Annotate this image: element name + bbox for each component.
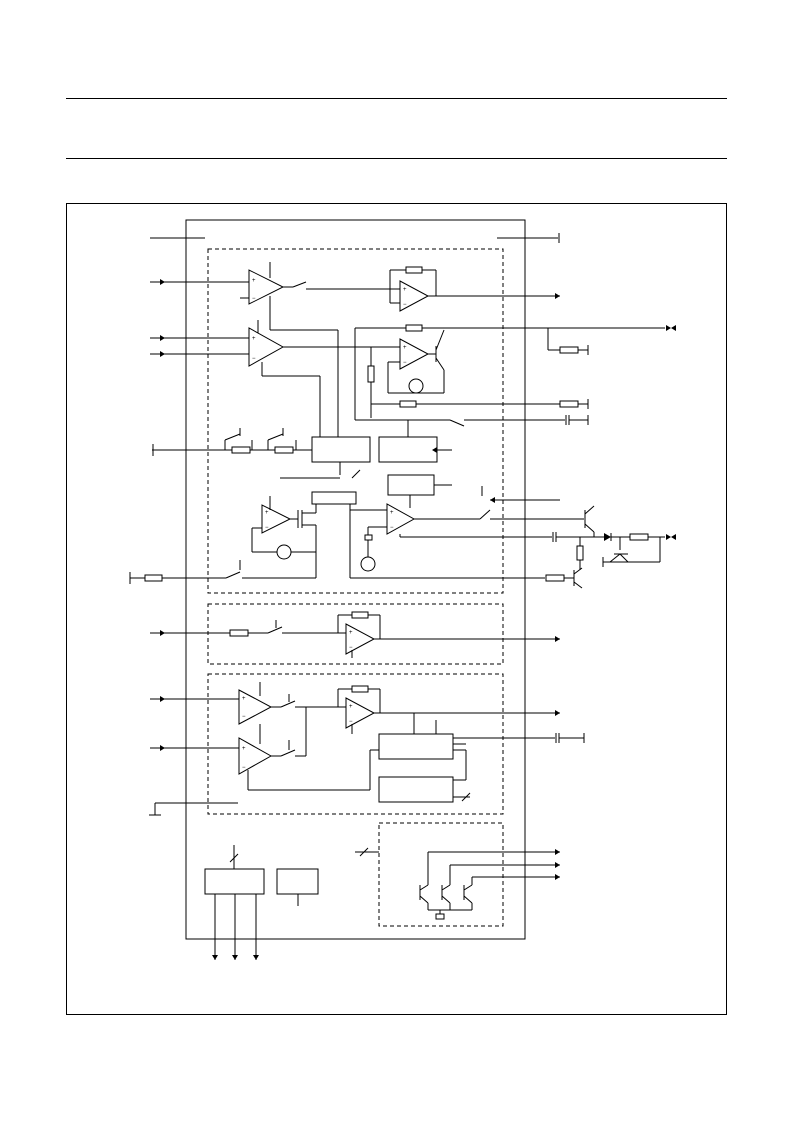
minus-sign: − (265, 525, 269, 531)
resistor-6 (230, 630, 248, 636)
resistor-5 (275, 447, 293, 453)
switch-1 (293, 282, 306, 287)
plus-sign: + (265, 510, 269, 516)
resistor-feedback-2 (352, 612, 368, 618)
resistor-ext-5 (630, 534, 648, 540)
minus-sign: − (403, 360, 407, 366)
header-top-rule (66, 98, 727, 99)
plus-sign: + (403, 345, 407, 351)
switch-2 (450, 420, 464, 426)
logic-block-2 (379, 777, 453, 802)
op-amp-3: + − (249, 328, 283, 366)
current-source-1 (409, 379, 423, 393)
output-transistor-3 (464, 885, 472, 903)
resistor-vert-1 (368, 366, 374, 382)
resistor-3 (400, 401, 416, 407)
minus-sign: − (242, 714, 246, 720)
switch-8 (281, 701, 295, 707)
switch-5 (226, 572, 240, 578)
minus-sign: − (403, 302, 407, 308)
minus-sign: − (252, 356, 256, 362)
bottom-block-2 (277, 869, 318, 894)
section-speech-output (208, 604, 503, 664)
resistor-ext-3 (145, 575, 162, 581)
plus-sign: + (403, 287, 407, 293)
plus-sign: + (252, 278, 256, 284)
bottom-block-1 (205, 869, 264, 894)
diode (604, 533, 611, 541)
resistor-vert-2 (577, 546, 583, 560)
control-block-4 (388, 475, 434, 495)
control-block-3 (312, 492, 356, 504)
resistor-2 (406, 325, 422, 331)
resistor-feedback-3 (352, 686, 368, 692)
minus-sign: − (390, 525, 394, 531)
control-block-1 (312, 437, 370, 462)
figure-frame (66, 203, 727, 1015)
minus-sign: − (349, 719, 353, 725)
op-amp-10: + − (346, 698, 374, 728)
plus-sign: + (390, 510, 394, 516)
resistor-4-ext (546, 575, 564, 581)
minus-sign: − (349, 645, 353, 651)
op-amp-9: + − (239, 738, 271, 774)
resistor-4 (232, 447, 250, 453)
op-amp-2: + − (400, 281, 428, 311)
control-block-2 (379, 437, 437, 462)
section-microphone (208, 674, 503, 814)
op-amp-8: + − (239, 690, 271, 724)
plus-sign: + (252, 336, 256, 342)
output-transistor-2 (442, 885, 450, 903)
op-amp-4: + − (400, 339, 428, 369)
current-source-2 (277, 545, 291, 559)
resistor-ext-2 (560, 401, 578, 407)
logic-block-1 (379, 734, 453, 759)
minus-sign: − (242, 765, 246, 771)
header-bottom-rule (66, 158, 727, 159)
op-amp-6: + − (387, 504, 414, 534)
section-dtmf-outputs (379, 823, 503, 926)
plus-sign: + (242, 696, 246, 702)
output-transistor-1 (420, 885, 428, 903)
switch-6 (480, 510, 490, 519)
resistor-feedback-1 (406, 267, 422, 273)
plus-sign: + (349, 704, 353, 710)
op-amp-7: + − (346, 624, 374, 654)
section-line-interface (208, 249, 503, 593)
small-resistor-1 (365, 535, 372, 540)
current-source-3 (361, 557, 375, 571)
op-amp-5: + − (262, 505, 290, 533)
plus-sign: + (242, 746, 246, 752)
switch-9 (281, 750, 295, 756)
minus-sign: − (252, 296, 256, 302)
switch-3 (225, 434, 240, 440)
switch-4 (268, 434, 283, 440)
small-resistor-2 (436, 914, 444, 919)
resistor-ext-1 (560, 347, 578, 353)
op-amp-1: + − (249, 270, 283, 304)
plus-sign: + (349, 630, 353, 636)
switch-7 (268, 627, 282, 633)
ic-outline (186, 220, 525, 939)
